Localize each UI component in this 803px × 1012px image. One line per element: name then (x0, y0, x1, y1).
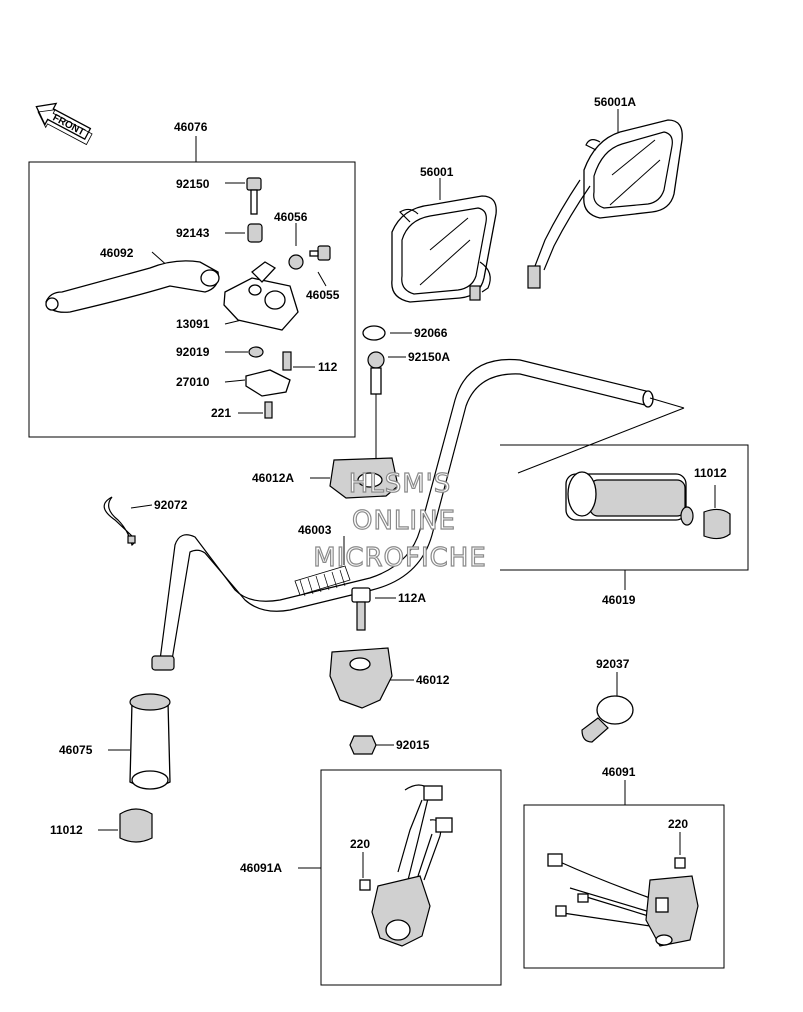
label-27010: 27010 (176, 375, 210, 389)
label-92015: 92015 (396, 738, 430, 752)
label-92150A: 92150A (408, 350, 450, 364)
label-11012-right: 11012 (694, 466, 727, 480)
label-112A: 112A (398, 591, 426, 605)
label-46091A: 46091A (240, 861, 282, 875)
label-46012A: 46012A (252, 471, 294, 485)
nut-92015 (349, 735, 377, 755)
label-46091: 46091 (602, 765, 636, 779)
label-92019: 92019 (176, 345, 210, 359)
label-46055: 46055 (306, 288, 340, 302)
throttle-grip-46019 (565, 471, 694, 526)
collar-92143 (247, 223, 263, 243)
mirror-56001 (391, 195, 497, 303)
clamp-46012A (329, 457, 399, 499)
watermark-line-2: ONLINE (352, 506, 456, 536)
grip-46075 (129, 693, 171, 790)
watermark: HLSM'S ONLINE MICROFICHE (313, 468, 487, 573)
label-220-left: 220 (350, 837, 370, 851)
label-46019: 46019 (602, 593, 636, 607)
label-46092: 46092 (100, 246, 134, 260)
front-arrow-icon: FRONT (35, 102, 93, 146)
handlebar-46003 (151, 358, 685, 671)
label-56001: 56001 (420, 165, 454, 179)
end-cap-11012-right (703, 508, 731, 540)
adjuster-46055 (309, 245, 331, 261)
label-46075: 46075 (59, 743, 93, 757)
clutch-lever-46092 (45, 260, 220, 313)
label-92150: 92150 (176, 177, 210, 191)
holder-46012 (329, 647, 393, 709)
throttle-grip-frame (500, 444, 749, 571)
label-92037: 92037 (596, 657, 630, 671)
watermark-line-1: HLSM'S (349, 469, 452, 499)
part-labels: 46076 92150 92143 46056 46092 46055 1309… (50, 95, 727, 875)
end-cap-11012-left (119, 808, 153, 843)
cap-92066 (362, 325, 386, 341)
label-92072: 92072 (154, 498, 188, 512)
left-switch-frame (320, 769, 502, 986)
bolt-92150 (246, 177, 262, 215)
label-221: 221 (211, 406, 231, 420)
mirror-56001A (527, 119, 683, 289)
label-13091: 13091 (176, 317, 210, 331)
label-46056: 46056 (274, 210, 308, 224)
label-46003: 46003 (298, 523, 332, 537)
label-56001A: 56001A (594, 95, 636, 109)
label-11012-left: 11012 (50, 823, 83, 837)
label-112: 112 (318, 360, 338, 374)
label-92143: 92143 (176, 226, 210, 240)
tie-92072 (103, 496, 136, 547)
screw-112 (282, 351, 292, 371)
watermark-line-3: MICROFICHE (313, 543, 487, 573)
label-46012: 46012 (416, 673, 450, 687)
nut-92019 (248, 346, 264, 358)
bolt-92150A (367, 351, 385, 470)
clamp-92037 (581, 695, 634, 743)
label-92066: 92066 (414, 326, 448, 340)
switch-housing-46091A (359, 784, 453, 947)
lever-assembly-frame (28, 161, 356, 438)
fitting (251, 261, 277, 283)
label-46076: 46076 (174, 120, 208, 134)
switch-27010 (245, 369, 291, 397)
nut-46056 (288, 254, 304, 270)
leader-lines (98, 109, 716, 878)
lever-bracket-13091 (223, 277, 299, 331)
switch-housing-46091 (547, 853, 699, 947)
bolt-112A (351, 587, 371, 631)
screw-221 (264, 401, 273, 419)
label-220-right: 220 (668, 817, 688, 831)
right-switch-frame (523, 804, 725, 969)
